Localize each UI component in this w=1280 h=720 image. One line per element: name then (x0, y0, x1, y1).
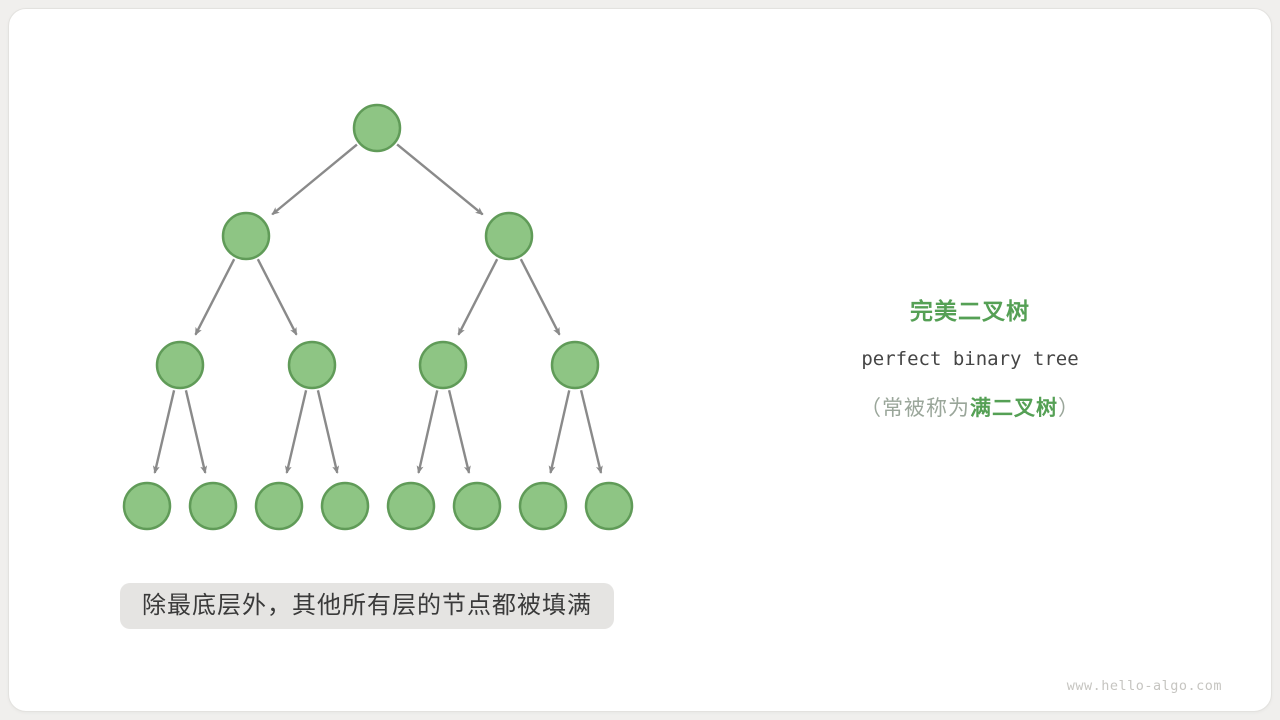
tree-edge (271, 143, 358, 216)
tree-edge (152, 390, 176, 474)
note-prefix: （常被称为 (860, 397, 970, 420)
watermark-text: www.hello-algo.com (1066, 678, 1222, 694)
tree-node (254, 481, 304, 531)
tree-edge (457, 258, 499, 336)
tree-edge (548, 390, 571, 474)
tree-node (320, 481, 370, 531)
caption-pill: 除最底层外，其他所有层的节点都被填满 (120, 583, 614, 629)
diagram-note: （常被称为满二叉树） (800, 392, 1140, 422)
note-suffix: ） (1058, 397, 1080, 420)
label-block: 完美二叉树 perfect binary tree （常被称为满二叉树） (800, 292, 1140, 422)
tree-edge (519, 258, 561, 336)
tree-node (484, 211, 534, 261)
tree-edge (184, 390, 208, 474)
tree-edge (579, 389, 603, 474)
tree-node (155, 340, 205, 390)
tree-edge (284, 390, 308, 474)
tree-node (452, 481, 502, 531)
tree-edge (447, 389, 471, 474)
diagram-subtitle: perfect binary tree (861, 348, 1079, 370)
tree-node (287, 340, 337, 390)
tree-edge (396, 143, 484, 216)
tree-node (584, 481, 634, 531)
tree-edge (194, 258, 236, 336)
tree-nodes (122, 103, 634, 531)
tree-node (352, 103, 402, 153)
tree-node (221, 211, 271, 261)
tree-node (518, 481, 568, 531)
diagram-title: 完美二叉树 (910, 298, 1030, 324)
tree-edge (256, 258, 298, 336)
tree-node (386, 481, 436, 531)
tree-node (550, 340, 600, 390)
tree-node (188, 481, 238, 531)
tree-node (418, 340, 468, 390)
tree-edges (152, 143, 603, 474)
tree-node (122, 481, 172, 531)
tree-edge (316, 390, 340, 474)
note-bold-term: 满二叉树 (970, 397, 1058, 420)
tree-edge (416, 390, 439, 474)
